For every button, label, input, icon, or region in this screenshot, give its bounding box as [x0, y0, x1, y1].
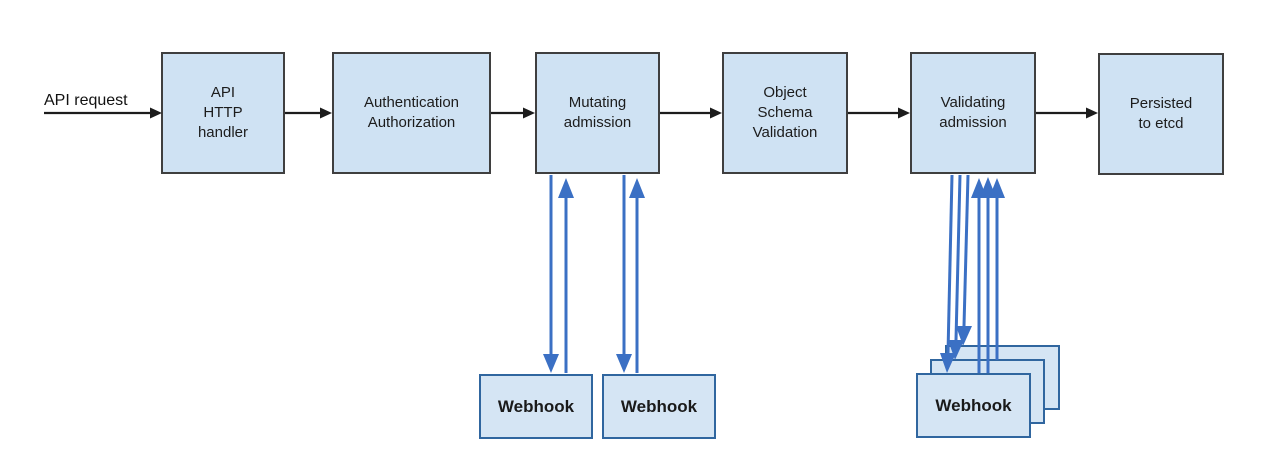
node-api-http-handler: API HTTP handler [161, 52, 285, 174]
mutating-webhook-box-2: Webhook [602, 374, 716, 439]
webhook-arrows [543, 174, 1005, 373]
edge-validating-to-etcd-arrow [1036, 107, 1098, 119]
api-request-label: API request [44, 92, 128, 109]
edge-handler-to-auth-arrow [285, 107, 332, 119]
node-object-schema-validation: Object Schema Validation [722, 52, 848, 174]
validating-webhook-box-front: Webhook [916, 373, 1031, 438]
node-persisted-to-etcd: Persisted to etcd [1098, 53, 1224, 175]
mutating-webhook2-up-arrow [629, 178, 645, 373]
validating-webhook-up-arrows [971, 177, 1005, 373]
edge-auth-to-mutating-arrow [491, 107, 535, 119]
edge-schema-to-validating-arrow [848, 107, 910, 119]
mutating-webhook-box-1: Webhook [479, 374, 593, 439]
mutating-webhook1-down-arrow [543, 175, 559, 373]
node-mutating-admission: Mutating admission [535, 52, 660, 174]
mutating-webhook2-down-arrow [616, 175, 632, 373]
node-authentication-authorization: Authentication Authorization [332, 52, 491, 174]
edge-mutating-to-schema-arrow [660, 107, 722, 119]
validating-webhook-down-arrows [940, 174, 972, 373]
mutating-webhook1-up-arrow [558, 178, 574, 373]
node-validating-admission: Validating admission [910, 52, 1036, 174]
